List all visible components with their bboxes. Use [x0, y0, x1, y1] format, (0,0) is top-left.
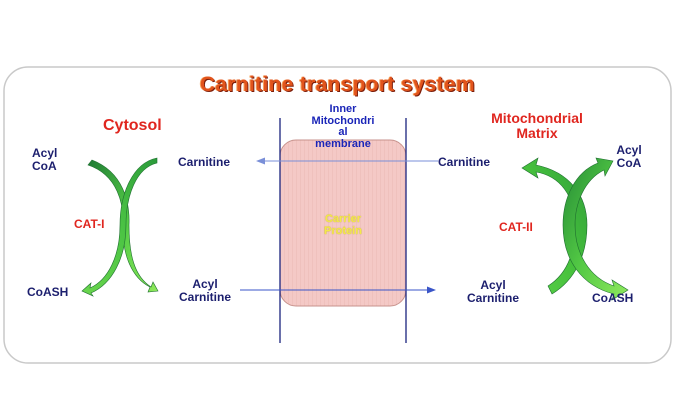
left-acyl-coa-label: Acyl CoA [32, 146, 58, 173]
carrier-protein-label: Carrier Protein [324, 213, 362, 237]
left-carnitine-label: Carnitine [178, 155, 231, 169]
acyl-carnitine-transport-arrowhead [427, 286, 436, 294]
right-carnitine-label: Carnitine [438, 155, 491, 169]
right-acyl-carnitine-label: Acyl Carnitine [466, 278, 519, 305]
diagram-title: Carnitine transport system [199, 73, 476, 96]
cytosol-label: Cytosol [103, 117, 162, 134]
left-acyl-carnitine-label: Acyl Carnitine [178, 277, 231, 304]
carnitine-transport-arrowhead [256, 157, 265, 165]
right-coash-label: CoASH [592, 291, 634, 305]
membrane-label: Inner Mitochondri al membrane [311, 103, 375, 150]
left-coash-label: CoASH [27, 285, 69, 299]
cat2-label: CAT-II [499, 220, 533, 234]
cat1-label: CAT-I [74, 217, 105, 231]
cat2-arrow-acylcoa-to-coash [562, 157, 629, 301]
matrix-label: Mitochondrial Matrix [491, 110, 583, 141]
cat1-arrow-carnitine-to-coash [81, 157, 158, 297]
right-acyl-coa-label: Acyl CoA [616, 143, 642, 170]
